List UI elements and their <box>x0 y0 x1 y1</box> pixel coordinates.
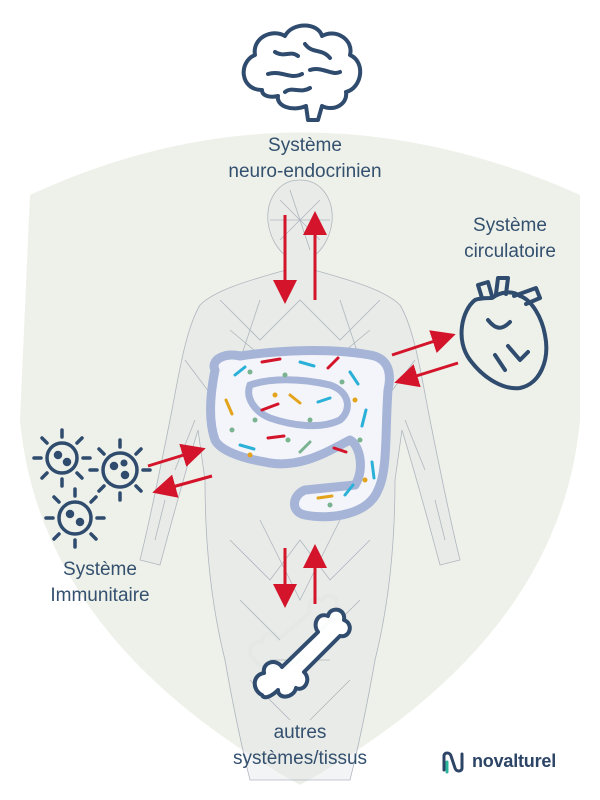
brand-name: novalturel <box>472 750 557 771</box>
label-line: Système <box>473 215 547 236</box>
label-immune-system: Système Immunitaire <box>20 557 180 609</box>
virus-icon <box>32 428 92 488</box>
label-line: autres <box>273 722 327 743</box>
interaction-arrows <box>147 211 459 608</box>
label-line: Immunitaire <box>50 585 150 606</box>
arrow-immune-to-gut <box>147 443 206 468</box>
label-neuro-endocrine-system: Système neuro-endocrinien <box>200 133 410 185</box>
label-other-systems: autres systèmes/tissus <box>190 720 410 772</box>
label-line: Système <box>268 135 342 156</box>
label-circulatory-system: Système circulatoire <box>430 213 590 265</box>
label-line: neuro-endocrinien <box>228 161 382 182</box>
logo-mark <box>442 751 464 774</box>
label-line: Système <box>63 559 137 580</box>
label-line: systèmes/tissus <box>232 748 368 769</box>
intestine-icon <box>205 346 394 522</box>
label-line: circulatoire <box>464 241 556 262</box>
arrow-gut-to-immune <box>152 474 213 498</box>
brain-icon <box>241 23 362 122</box>
brand-logo: novalturel <box>440 748 570 774</box>
heart-icon <box>459 276 549 391</box>
arrow-gut-to-heart <box>391 330 456 357</box>
human-body-mesh <box>139 179 461 781</box>
virus-icon <box>88 438 152 502</box>
bone-icon <box>252 607 352 700</box>
arrow-heart-to-gut <box>394 361 459 388</box>
virus-icon <box>44 487 106 549</box>
